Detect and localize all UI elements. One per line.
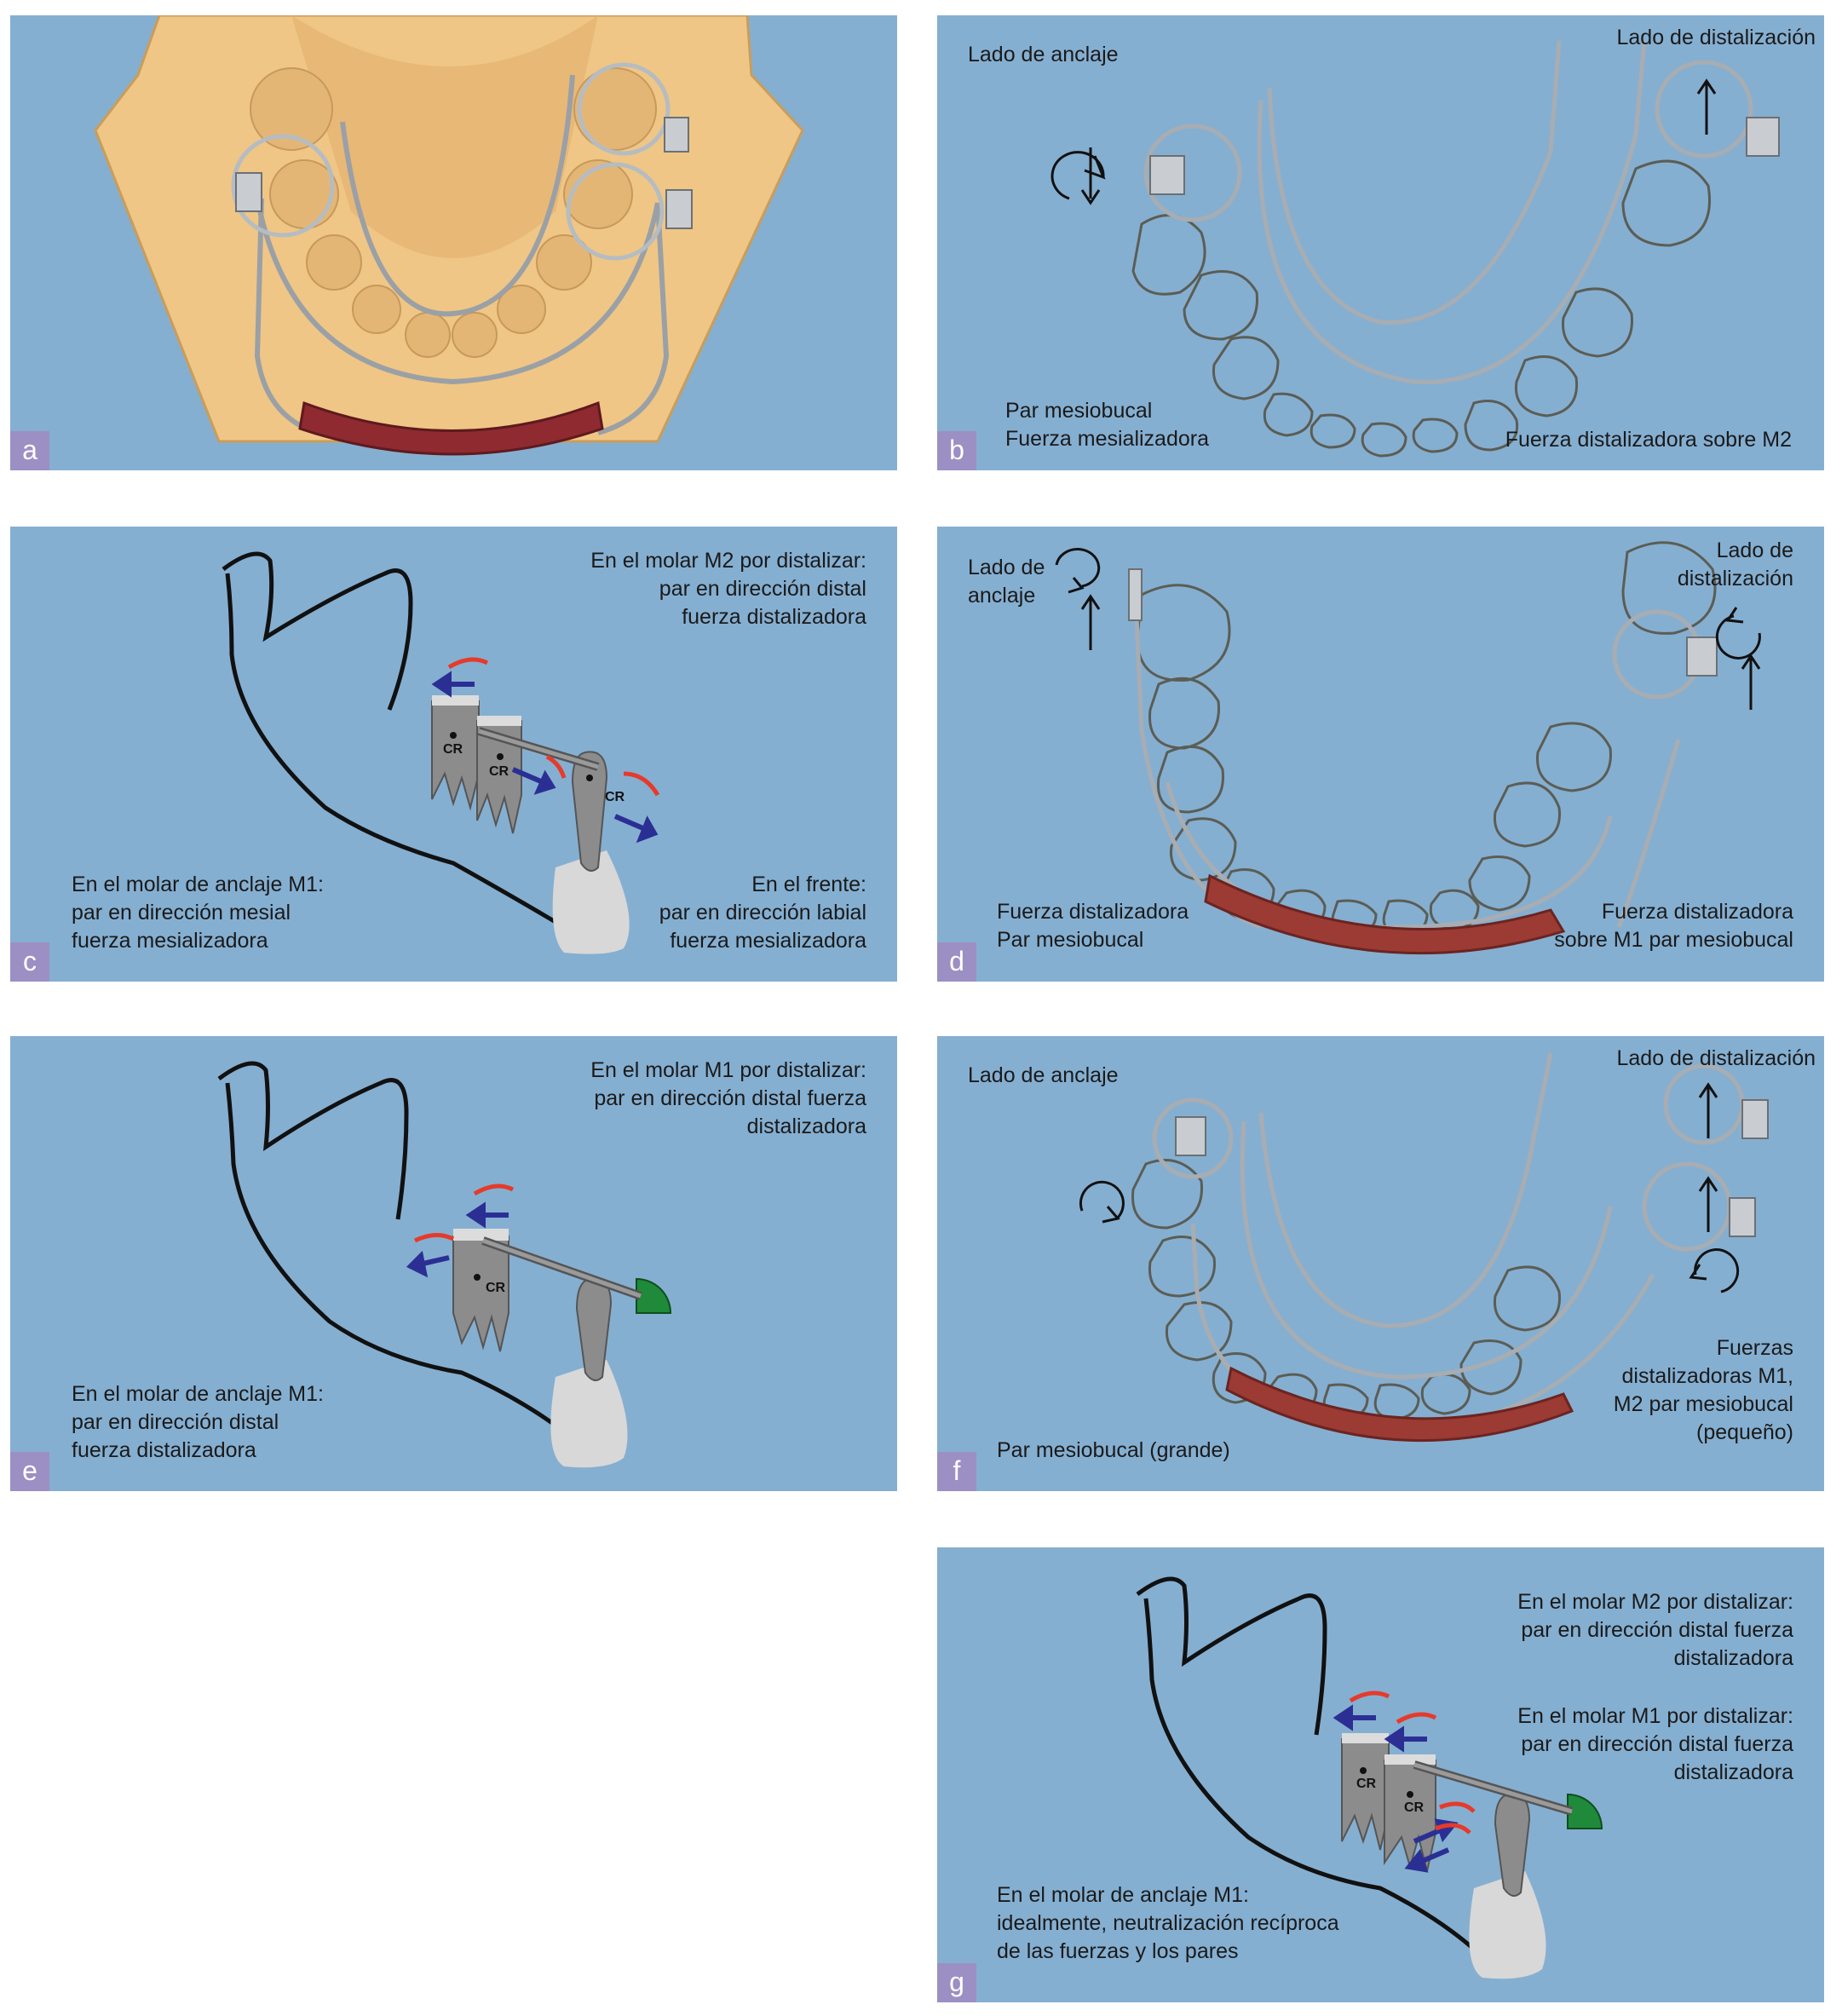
panel-e: CR En el molar M1 por distalizar: par en… bbox=[10, 1036, 897, 1491]
panel-a: a bbox=[10, 15, 897, 470]
label-bottom-left: Fuerza distalizadora Par mesiobucal bbox=[997, 900, 1189, 952]
label-distal-side: Lado de distalización bbox=[1616, 26, 1816, 49]
panel-f: Lado de anclaje Lado de distalización Pa… bbox=[937, 1036, 1824, 1491]
panel-badge-e: e bbox=[10, 1452, 49, 1491]
mandible-diagram: CR CR CR bbox=[222, 551, 660, 954]
label-anchor-side: Lado de anclaje bbox=[968, 556, 1045, 608]
label-anchor-molar: En el molar de anclaje M1: par en direcc… bbox=[72, 873, 324, 953]
panel-badge-f: f bbox=[937, 1452, 976, 1491]
panel-b: Lado de anclaje Lado de distalización Pa… bbox=[937, 15, 1824, 470]
panel-badge-b: b bbox=[937, 431, 976, 470]
label-bottom-right: Fuerza distalizadora sobre M2 bbox=[1505, 428, 1792, 452]
cr-label: CR bbox=[1404, 1800, 1425, 1815]
appliance-photo bbox=[1055, 541, 1761, 955]
label-anchor-molar: En el molar de anclaje M1: idealmente, n… bbox=[997, 1883, 1339, 1963]
cr-label: CR bbox=[489, 764, 509, 779]
panel-c: CR CR CR En el molar M2 por distalizar: … bbox=[10, 527, 897, 982]
appliance-photo bbox=[1079, 1052, 1769, 1443]
label-distal-side: Lado de distalización bbox=[1616, 1046, 1816, 1070]
cr-label: CR bbox=[605, 790, 625, 804]
label-bottom-left: Par mesiobucal Fuerza mesializadora bbox=[1005, 399, 1209, 451]
label-m1-distalizing: En el molar M1 por distalizar: par en di… bbox=[590, 1058, 866, 1138]
panel-badge-a: a bbox=[10, 431, 49, 470]
label-front: En el frente: par en dirección labial fu… bbox=[659, 873, 866, 953]
mandible-diagram: CR bbox=[217, 1061, 672, 1468]
label-anchor-side: Lado de anclaje bbox=[968, 43, 1119, 66]
label-anchor-side: Lado de anclaje bbox=[968, 1063, 1119, 1087]
panel-g: CR CR En el molar M2 por distalizar: par… bbox=[937, 1547, 1824, 2002]
panel-badge-g: g bbox=[937, 1963, 976, 2002]
panel-badge-d: d bbox=[937, 942, 976, 982]
label-m2-distalizing: En el molar M2 por distalizar: par en di… bbox=[590, 549, 866, 629]
label-m1-distalizing: En el molar M1 por distalizar: par en di… bbox=[1517, 1704, 1793, 1784]
label-bottom-right: Fuerzas distalizadoras M1, M2 par mesiob… bbox=[1613, 1336, 1793, 1444]
cr-label: CR bbox=[486, 1281, 506, 1295]
label-distal-side: Lado de distalización bbox=[1677, 539, 1793, 590]
label-anchor-molar: En el molar de anclaje M1: par en direcc… bbox=[72, 1382, 324, 1462]
dental-cast-photo bbox=[94, 15, 804, 456]
label-bottom-right: Fuerza distalizadora sobre M1 par mesiob… bbox=[1554, 900, 1793, 952]
cr-label: CR bbox=[443, 742, 463, 757]
panel-badge-c: c bbox=[10, 942, 49, 982]
appliance-photo bbox=[1051, 40, 1780, 458]
label-m2-distalizing: En el molar M2 por distalizar: par en di… bbox=[1517, 1590, 1793, 1670]
cr-label: CR bbox=[1356, 1777, 1377, 1791]
mandible-diagram: CR CR bbox=[1136, 1576, 1603, 1979]
panel-d: Lado de anclaje Lado de distalización Fu… bbox=[937, 527, 1824, 982]
label-bottom-left: Par mesiobucal (grande) bbox=[997, 1438, 1230, 1462]
